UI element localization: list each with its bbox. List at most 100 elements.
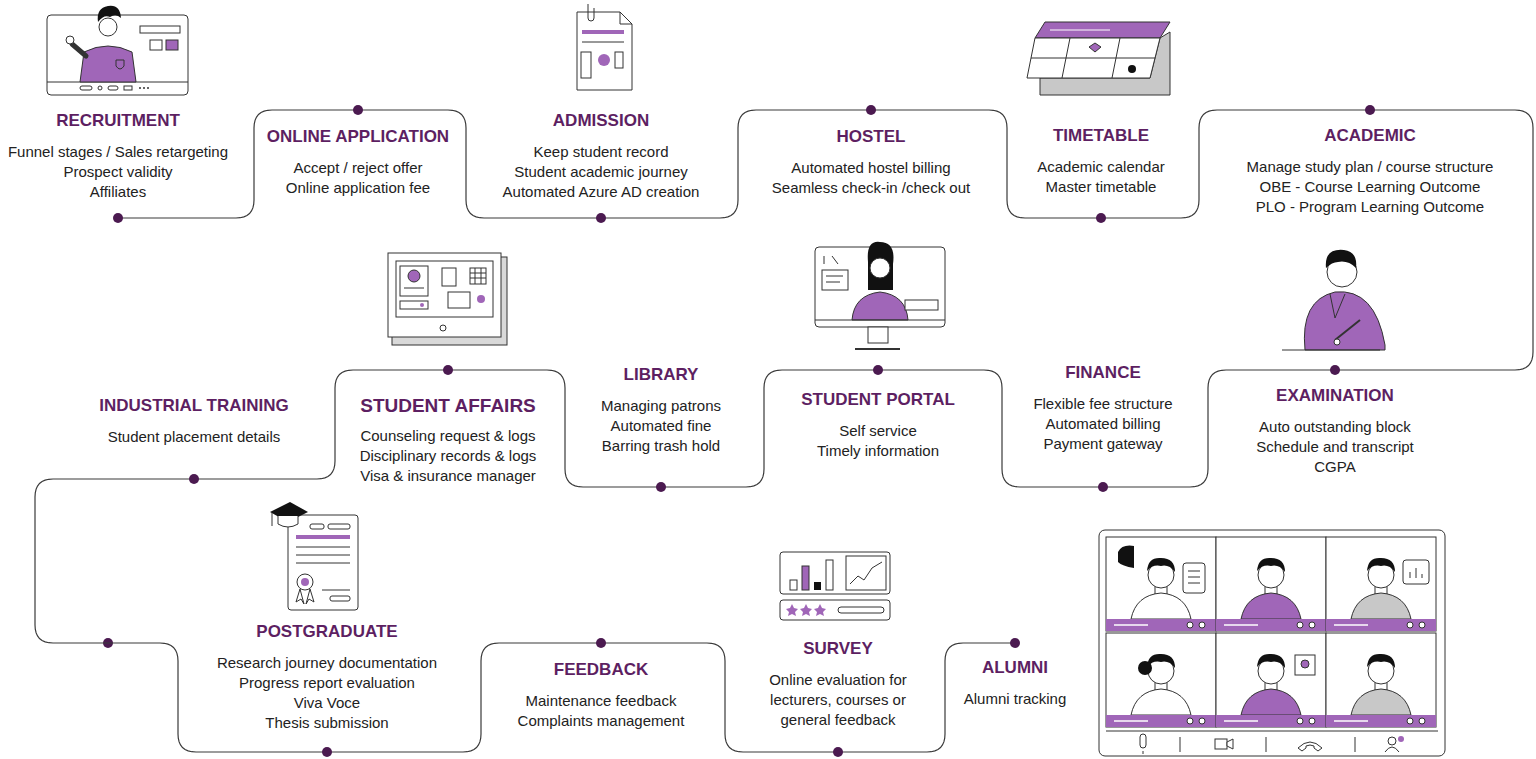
dashboard-screen-part bbox=[408, 270, 420, 282]
student-writing-part bbox=[1282, 350, 1380, 351]
calendar-icon bbox=[1027, 22, 1170, 95]
module-node: HOSTELAutomated hostel billingSeamless c… bbox=[772, 110, 970, 198]
module-node: STUDENT PORTALSelf serviceTimely informa… bbox=[801, 370, 955, 461]
module-detail: Student academic journey bbox=[503, 162, 700, 182]
recruiter-screen-part bbox=[47, 15, 188, 95]
video-call-window bbox=[1099, 530, 1445, 756]
module-node: EXAMINATIONAuto outstanding blockSchedul… bbox=[1256, 370, 1414, 477]
module-detail: Timely information bbox=[801, 441, 955, 461]
survey-icon-part bbox=[814, 582, 821, 590]
video-call-window-part bbox=[1355, 737, 1356, 752]
document-icon bbox=[577, 4, 632, 90]
certificate-icon-part bbox=[297, 574, 313, 590]
video-call-window-part bbox=[1106, 731, 1438, 732]
module-detail: Manage study plan / course structure bbox=[1247, 157, 1494, 177]
recruiter-screen-part bbox=[166, 40, 178, 50]
portal-screen-part bbox=[826, 276, 843, 277]
module-heading: POSTGRADUATE bbox=[217, 621, 437, 643]
video-call-window-part bbox=[1301, 660, 1309, 668]
module-node: INDUSTRIAL TRAININGStudent placement det… bbox=[99, 395, 289, 479]
video-call-window-part bbox=[1398, 736, 1404, 742]
recruiter-screen-part bbox=[98, 86, 102, 90]
dashboard-screen-part bbox=[442, 268, 456, 286]
module-node: STUDENT AFFAIRSCounseling request & logs… bbox=[360, 370, 537, 486]
recruiter-screen-part bbox=[147, 87, 149, 89]
module-detail: Student placement details bbox=[99, 427, 289, 447]
video-call-window-part bbox=[1227, 739, 1233, 749]
video-call-window-part bbox=[1295, 655, 1315, 675]
dashboard-screen-part bbox=[400, 266, 428, 296]
recruiter-screen-part bbox=[108, 86, 118, 90]
video-call-window-part bbox=[1403, 560, 1429, 584]
module-detail: Thesis submission bbox=[217, 713, 437, 733]
certificate-icon-part bbox=[301, 578, 309, 586]
module-detail: PLO - Program Learning Outcome bbox=[1247, 197, 1494, 217]
recruiter-screen-part bbox=[150, 40, 162, 50]
module-detail: Online application fee bbox=[267, 178, 449, 198]
module-detail: Prospect validity bbox=[8, 162, 228, 182]
module-heading: STUDENT AFFAIRS bbox=[360, 394, 537, 418]
recruiter-screen-part bbox=[72, 44, 86, 56]
portal-screen-part bbox=[815, 320, 945, 321]
module-detail: Keep student record bbox=[503, 142, 700, 162]
module-node: SURVEYOnline evaluation for lecturers, c… bbox=[758, 638, 918, 752]
survey-icon-part bbox=[802, 566, 809, 590]
dashboard-screen-part bbox=[440, 325, 446, 331]
module-node: ALUMNIAlumni tracking bbox=[964, 643, 1067, 709]
certificate-icon-part bbox=[328, 524, 350, 529]
module-detail: Alumni tracking bbox=[964, 689, 1067, 709]
video-call-window-part bbox=[1266, 737, 1267, 752]
dashboard-screen-part bbox=[388, 253, 501, 337]
module-detail: Payment gateway bbox=[1033, 434, 1172, 454]
portal-screen-part bbox=[852, 292, 908, 320]
dashboard-screen-part bbox=[470, 268, 486, 284]
module-heading: ACADEMIC bbox=[1247, 125, 1494, 147]
certificate-icon-part bbox=[296, 547, 350, 548]
certificate-icon-part bbox=[310, 524, 324, 529]
document-icon-part bbox=[588, 4, 594, 21]
certificate-icon-part bbox=[278, 516, 298, 527]
certificate-icon-part bbox=[296, 589, 314, 604]
module-detail: Viva Voce bbox=[217, 693, 437, 713]
path-dot bbox=[596, 213, 606, 223]
module-heading: TIMETABLE bbox=[1037, 125, 1165, 147]
video-call-window-part bbox=[1180, 737, 1181, 752]
document-icon-part bbox=[582, 42, 624, 43]
path-dot bbox=[113, 213, 123, 223]
document-icon-part bbox=[615, 52, 623, 68]
module-detail: CGPA bbox=[1256, 457, 1414, 477]
recruiter-screen-part bbox=[124, 86, 132, 90]
path-dot bbox=[1096, 213, 1106, 223]
dashboard-screen-part bbox=[448, 292, 470, 308]
recruiter-screen-part bbox=[98, 6, 121, 22]
portal-screen-part bbox=[868, 242, 894, 290]
certificate-icon-part bbox=[288, 515, 358, 610]
recruiter-screen-part bbox=[139, 87, 141, 89]
video-call-window-part bbox=[1326, 633, 1436, 727]
student-writing-part bbox=[1334, 339, 1340, 345]
recruiter-screen-part bbox=[116, 60, 124, 69]
module-detail: Flexible fee structure bbox=[1033, 394, 1172, 414]
calendar-icon-part bbox=[1062, 38, 1070, 78]
video-call-window-part bbox=[1326, 537, 1436, 631]
certificate-icon-part bbox=[296, 535, 350, 539]
module-detail: Research journey documentation bbox=[217, 653, 437, 673]
survey-icon-part bbox=[846, 556, 886, 590]
video-call-window-part bbox=[1216, 633, 1326, 727]
portal-screen-part bbox=[868, 327, 888, 343]
path-dot bbox=[833, 747, 843, 757]
survey-icon-part bbox=[786, 604, 798, 616]
survey-icon-part bbox=[780, 600, 890, 620]
video-call-window-part bbox=[1183, 563, 1205, 593]
video-call-window-part bbox=[1140, 734, 1146, 754]
module-node: FEEDBACKMaintenance feedbackComplaints m… bbox=[518, 643, 685, 731]
video-call-window-part bbox=[1385, 747, 1399, 752]
survey-icon-part bbox=[814, 604, 826, 616]
module-detail: Managing patrons bbox=[601, 396, 721, 416]
survey-icon-part bbox=[790, 580, 797, 590]
calendar-icon-part bbox=[1089, 43, 1101, 52]
module-detail: Automated billing bbox=[1033, 414, 1172, 434]
video-call-window-part bbox=[1216, 537, 1326, 631]
document-icon-part bbox=[598, 54, 610, 66]
